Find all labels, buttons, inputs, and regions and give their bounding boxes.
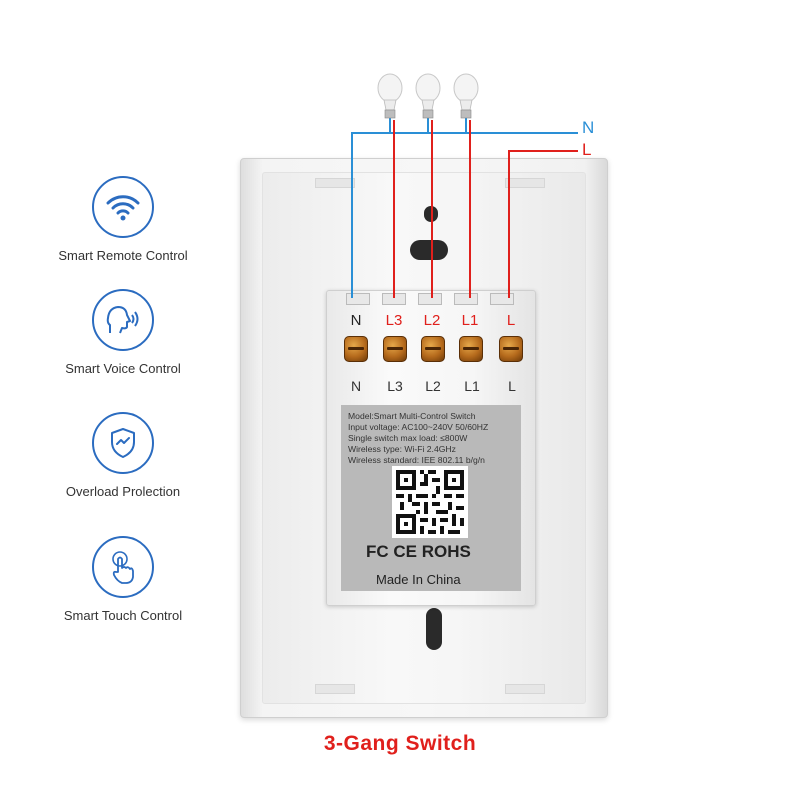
certification-marks: FC CE ROHS: [366, 542, 471, 561]
mount-slot: [410, 240, 448, 260]
terminal-label-l: L: [506, 312, 516, 329]
feature-label: Overload Prolection: [65, 484, 181, 499]
feature-overload-protection: Overload Prolection: [38, 412, 208, 499]
terminal-label-l1: L1: [461, 312, 479, 329]
wifi-icon: [92, 176, 154, 238]
terminal-screw: [459, 336, 483, 362]
terminal-print-l2: L2: [425, 378, 441, 394]
terminal-print-l3: L3: [387, 378, 403, 394]
terminal-screw: [344, 336, 368, 362]
spec-model: Model:Smart Multi-Control Switch: [348, 411, 476, 421]
terminal-print-n: N: [350, 378, 362, 394]
qr-code: [392, 466, 468, 538]
terminal-screw: [383, 336, 407, 362]
feature-voice-control: Smart Voice Control: [38, 289, 208, 376]
feature-label: Smart Remote Control: [58, 248, 188, 263]
mount-tab: [505, 684, 545, 694]
touch-hand-icon: [92, 536, 154, 598]
shield-check-icon: [92, 412, 154, 474]
terminal-label-n: N: [350, 312, 362, 329]
product-caption: 3-Gang Switch: [323, 732, 477, 755]
terminal-print-l1: L1: [464, 378, 480, 394]
neutral-wire: [351, 117, 578, 298]
made-in-label: Made In China: [376, 572, 461, 587]
terminal-label-l2: L2: [423, 312, 441, 329]
feature-remote-control: Smart Remote Control: [38, 176, 208, 263]
mount-tab: [505, 178, 545, 188]
terminal-screw: [499, 336, 523, 362]
terminal-label-l3: L3: [385, 312, 403, 329]
spec-max-load: Single switch max load: ≤800W: [348, 433, 468, 443]
mount-slot: [426, 608, 442, 650]
mount-tab: [315, 684, 355, 694]
neutral-wire-label: N: [582, 118, 595, 137]
light-bulb-icon: [453, 73, 479, 119]
feature-label: Smart Voice Control: [65, 361, 181, 376]
feature-touch-control: Smart Touch Control: [38, 536, 208, 623]
spec-voltage: Input voltage: AC100~240V 50/60HZ: [348, 422, 489, 432]
spec-wireless-type: Wireless type: Wi-Fi 2.4GHz: [348, 444, 456, 454]
live-wires: [393, 120, 578, 298]
spec-wireless-standard: Wireless standard: IEE 802.11 b/g/n: [348, 455, 485, 465]
voice-icon: [92, 289, 154, 351]
feature-label: Smart Touch Control: [63, 608, 183, 623]
live-wire-label: L: [582, 140, 592, 159]
light-bulb-icon: [415, 73, 441, 119]
light-bulb-icon: [377, 73, 403, 119]
terminal-print-l: L: [508, 378, 516, 394]
mount-tab: [315, 178, 355, 188]
terminal-screw: [421, 336, 445, 362]
